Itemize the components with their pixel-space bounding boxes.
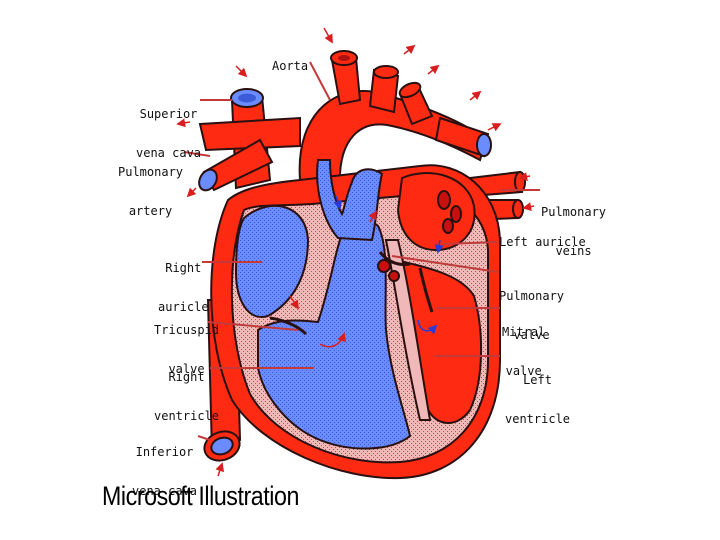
superior-vena-cava-label-line2: vena cava: [136, 146, 202, 160]
pulmonary-valve-label-line1: Pulmonary: [499, 289, 565, 303]
pulmonary-artery-label-line1: Pulmonary: [118, 165, 184, 179]
tricuspid-valve-label: Tricuspid valve: [154, 298, 219, 389]
mitral-valve-label-line1: Mitral: [502, 325, 546, 339]
flow-arrows: [176, 27, 535, 477]
mitral-valve-flap: [418, 267, 434, 313]
right-auricle-label: Right auricle: [158, 236, 209, 327]
inferior-vena-cava-label-line1: Inferior: [135, 445, 194, 459]
inferior-vena-cava-label-line2: vena cava: [132, 484, 198, 498]
superior-vena-cava-label-line1: Superior: [139, 107, 198, 121]
right-ventricle-label-line2: ventricle: [154, 409, 220, 423]
right-auricle-label-line2: auricle: [158, 300, 209, 314]
aorta-label: Aorta: [272, 59, 309, 73]
mitral-valve-label: Mitral valve: [502, 300, 545, 391]
pulmonary-veins-label: Pulmonary veins: [541, 180, 606, 271]
credit-caption: Microsoft Illustration: [102, 481, 300, 511]
right-auricle-label-line1: Right: [165, 261, 202, 275]
great-vessels: [198, 50, 526, 462]
left-ventricle-label: Left ventricle: [505, 348, 570, 439]
pulmonary-artery-left-branch: [198, 116, 301, 152]
pulmonary-artery-label-line2: artery: [128, 204, 173, 218]
left-ventricle-label-line2: ventricle: [505, 412, 571, 426]
right-ventricle-label-line1: Right: [168, 370, 205, 384]
left-auricle-chamber: [396, 172, 476, 252]
right-auricle-chamber: [234, 204, 310, 318]
superior-vena-cava-label: Superior vena cava: [136, 82, 201, 173]
inferior-vena-cava-label: Inferior vena cava: [132, 420, 197, 511]
pulmonary-valve-flap: [378, 251, 411, 266]
pulmonary-valve-label-line2: valve: [513, 328, 550, 342]
tricuspid-valve-label-line2: valve: [168, 362, 205, 376]
mitral-valve-label-line2: valve: [505, 364, 542, 378]
tricuspid-valve-flap: [269, 316, 308, 336]
tricuspid-valve-label-line1: Tricuspid: [154, 323, 220, 337]
pulmonary-artery-label: Pulmonary artery: [118, 140, 183, 231]
label-lines: [183, 61, 540, 441]
heart-body: [210, 159, 501, 480]
left-ventricle-label-line1: Left: [523, 373, 552, 387]
septum: [384, 239, 432, 421]
pulmonary-veins-label-line1: Pulmonary: [541, 205, 607, 219]
right-ventricle-chamber: [257, 220, 412, 450]
right-ventricle-label: Right ventricle: [154, 345, 219, 436]
pulmonary-veins-label-line2: veins: [555, 244, 592, 258]
pulmonary-artery-opening: [198, 168, 218, 192]
left-auricle-label: Left auricle: [499, 235, 586, 249]
pulmonary-valve-label: Pulmonary valve: [499, 264, 564, 355]
